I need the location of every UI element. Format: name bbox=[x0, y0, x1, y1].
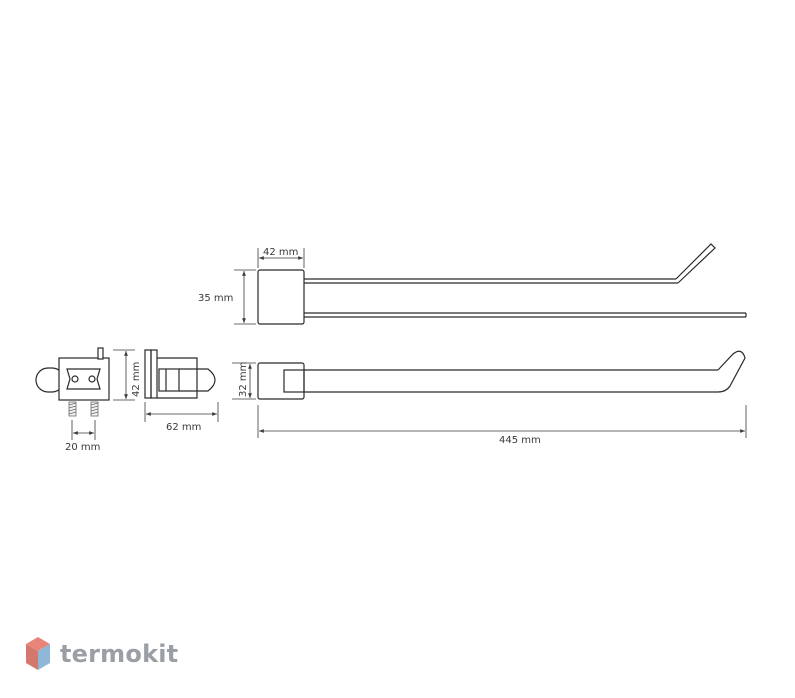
top-view-dimensions bbox=[234, 248, 305, 325]
dim-label-top-width: 42 mm bbox=[263, 247, 298, 258]
side-view-cap bbox=[150, 349, 158, 399]
dim-label-total-length: 445 mm bbox=[499, 435, 541, 446]
front-view bbox=[257, 350, 746, 400]
wall-plate-view bbox=[35, 347, 110, 401]
side-view-body bbox=[157, 357, 198, 399]
front-view-bar-socket bbox=[283, 369, 305, 393]
top-view bbox=[257, 243, 747, 325]
cube-right-face bbox=[38, 644, 50, 670]
cube-left-face bbox=[26, 644, 38, 670]
front-view-dimensions bbox=[232, 362, 747, 438]
front-view-hook bbox=[717, 350, 746, 393]
dim-label-depth: 62 mm bbox=[166, 422, 201, 433]
side-view bbox=[144, 349, 216, 399]
dim-label-side-height: 42 mm bbox=[131, 362, 142, 397]
dim-label-mount-spacing: 20 mm bbox=[65, 442, 100, 453]
side-view-dimensions bbox=[144, 402, 219, 422]
side-view-block bbox=[158, 368, 180, 392]
wall-plate-dimensions bbox=[71, 349, 135, 440]
wall-plate-slot bbox=[66, 368, 101, 390]
wall-plate-hole-left bbox=[71, 375, 79, 383]
side-view-wall-plate bbox=[144, 349, 152, 399]
top-view-base-block bbox=[257, 269, 305, 325]
wall-plate-hole-right bbox=[88, 375, 96, 383]
logo-wordmark: termokit bbox=[60, 640, 179, 668]
dim-label-top-height: 35 mm bbox=[198, 293, 233, 304]
top-view-upper-arm-bend bbox=[675, 243, 716, 284]
termokit-logo: termokit bbox=[24, 634, 178, 674]
wall-plate-pin bbox=[97, 347, 104, 360]
cube-logo-icon bbox=[26, 637, 50, 670]
mount-screws bbox=[68, 401, 99, 417]
dim-label-front-height: 32 mm bbox=[238, 362, 249, 397]
side-view-bar-end bbox=[179, 368, 216, 392]
front-view-base-block bbox=[257, 362, 305, 400]
